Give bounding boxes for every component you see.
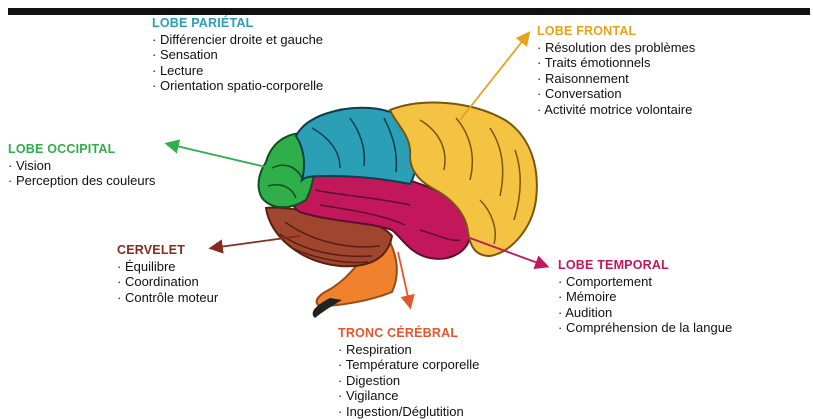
list-item: Activité motrice volontaire [537,102,695,118]
list-item: Mémoire [558,289,732,305]
list-item: Lecture [152,63,323,79]
frontal-label-block: LOBE FRONTAL Résolution des problèmes Tr… [537,24,695,117]
list-item: Traits émotionnels [537,55,695,71]
arrow-frontal [460,34,528,120]
list-item: Compréhension de la langue [558,320,732,336]
temporal-title: LOBE TEMPORAL [558,258,732,274]
parietal-title: LOBE PARIÉTAL [152,16,323,32]
tronc-title: TRONC CÉRÉBRAL [338,326,479,342]
list-item: Différencier droite et gauche [152,32,323,48]
tronc-label-block: TRONC CÉRÉBRAL Respiration Température c… [338,326,479,419]
parietal-items: Différencier droite et gauche Sensation … [152,32,323,94]
temporal-label-block: LOBE TEMPORAL Comportement Mémoire Audit… [558,258,732,336]
cervelet-items: Équilibre Coordination Contrôle moteur [117,259,218,306]
list-item: Vision [8,158,155,174]
occipital-label-block: LOBE OCCIPITAL Vision Perception des cou… [8,142,155,189]
list-item: Perception des couleurs [8,173,155,189]
frontal-items: Résolution des problèmes Traits émotionn… [537,40,695,118]
list-item: Équilibre [117,259,218,275]
list-item: Ingestion/Déglutition [338,404,479,419]
frontal-title: LOBE FRONTAL [537,24,695,40]
list-item: Audition [558,305,732,321]
list-item: Contrôle moteur [117,290,218,306]
list-item: Sensation [152,47,323,63]
list-item: Raisonnement [537,71,695,87]
temporal-items: Comportement Mémoire Audition Compréhens… [558,274,732,336]
list-item: Coordination [117,274,218,290]
list-item: Vigilance [338,388,479,404]
list-item: Digestion [338,373,479,389]
list-item: Orientation spatio-corporelle [152,78,323,94]
list-item: Conversation [537,86,695,102]
cervelet-title: CERVELET [117,243,218,259]
parietal-label-block: LOBE PARIÉTAL Différencier droite et gau… [152,16,323,94]
cervelet-label-block: CERVELET Équilibre Coordination Contrôle… [117,243,218,305]
list-item: Respiration [338,342,479,358]
arrow-occipital [168,144,270,168]
list-item: Résolution des problèmes [537,40,695,56]
occipital-title: LOBE OCCIPITAL [8,142,155,158]
arrow-tronc [398,252,410,306]
occipital-items: Vision Perception des couleurs [8,158,155,189]
list-item: Comportement [558,274,732,290]
tronc-items: Respiration Température corporelle Diges… [338,342,479,419]
list-item: Température corporelle [338,357,479,373]
